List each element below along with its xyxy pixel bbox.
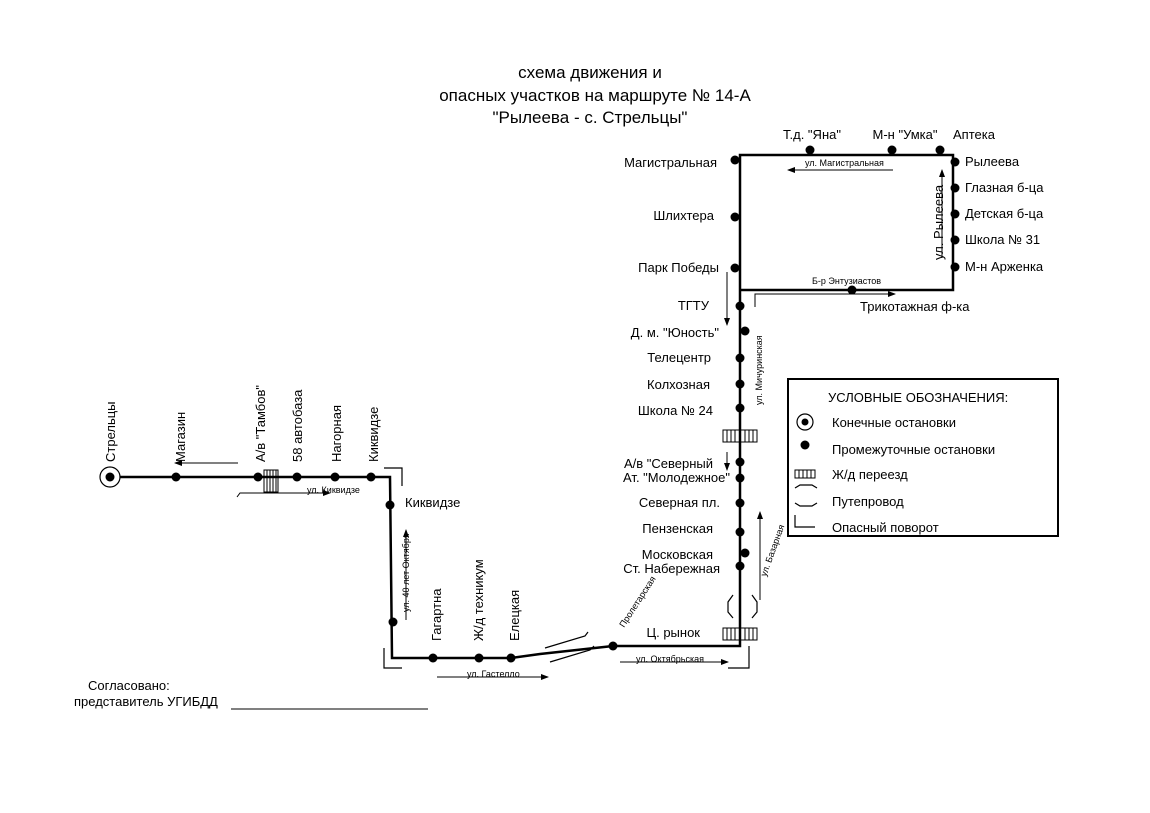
stop-shlikhtera: Шлихтера: [653, 208, 714, 223]
stop-nagornaya: Нагорная: [329, 405, 344, 462]
title-line-2: опасных участков на маршруте № 14-А: [439, 86, 751, 105]
stop-strelcy: Стрельцы: [103, 401, 118, 462]
street-michurinskaya: ул. Мичуринская: [754, 335, 764, 405]
stop-58-avtobaza: 58 автобаза: [290, 389, 305, 462]
legend-overpass-icon: [794, 484, 818, 507]
stop-magazin: Магазин: [173, 412, 188, 462]
street-entuziastov: Б-р Энтузиастов: [812, 276, 881, 286]
street-kikvidze: ул. Киквидзе: [307, 485, 360, 495]
title-line-3: "Рылеева - с. Стрельцы": [493, 108, 688, 127]
stop-c-rynok: Ц. рынок: [646, 625, 700, 640]
stop-av-severny: А/в "Северный: [624, 456, 713, 471]
legend-railway: Ж/д переезд: [832, 467, 908, 482]
legend-terminal: Конечные остановки: [832, 415, 956, 430]
legend-title: УСЛОВНЫЕ ОБОЗНАЧЕНИЯ:: [828, 390, 1008, 405]
stop-glaznaya: Глазная б-ца: [965, 180, 1044, 195]
street-bazarnaya: ул. Базарная: [758, 523, 786, 578]
legend-danger-icon: [794, 515, 815, 528]
stop-at-molodezhnoe: Ат. "Молодежное": [623, 470, 730, 485]
stop-detskaya: Детская б-ца: [965, 206, 1044, 221]
street-ryleeva: ул. Рылеева: [931, 184, 946, 260]
stop-penzenskaya: Пензенская: [642, 521, 713, 536]
railway-crossing-icon: [263, 429, 758, 641]
footer-agreed: Согласовано:: [88, 678, 170, 693]
stop-tgtu: ТГТУ: [678, 298, 710, 313]
stop-kolkhoznaya: Колхозная: [647, 377, 710, 392]
stop-td-yana: Т.д. "Яна": [783, 127, 841, 142]
street-magistralnaya: ул. Магистральная: [805, 158, 884, 168]
direction-arrows: [174, 167, 945, 680]
terminal-stop-icon: [99, 466, 121, 488]
stop-kikvidze-top: Киквидзе: [366, 407, 381, 462]
stop-dm-yunost: Д. м. "Юность": [631, 325, 720, 340]
intermediate-stops: [171, 145, 960, 663]
legend-intermediate-icon: [800, 440, 810, 450]
dangerous-turn-icon: [383, 467, 750, 669]
footer-representative: представитель УГИБДД: [74, 694, 218, 709]
stop-telecentr: Телецентр: [647, 350, 711, 365]
street-gastello: ул. Гастелло: [467, 669, 520, 679]
stop-shkola-31: Школа № 31: [965, 232, 1040, 247]
legend-danger: Опасный поворот: [832, 520, 939, 535]
stop-trikotazhnaya: Трикотажная ф-ка: [860, 299, 970, 314]
overpass-icon: [544, 594, 758, 663]
stop-ryleeva: Рылеева: [965, 154, 1020, 169]
stop-magistralnaya: Магистральная: [624, 155, 717, 170]
stop-av-tambov: А/в "Тамбов": [253, 385, 268, 462]
legend-intermediate: Промежуточные остановки: [832, 442, 995, 457]
stop-shkola-24: Школа № 24: [638, 403, 713, 418]
street-oktyabrskaya: ул. Октябрьская: [636, 654, 704, 664]
stop-zhd-tekhnikum: Ж/д техникум: [471, 559, 486, 641]
stop-st-naberezhnaya: Ст. Набережная: [623, 561, 720, 576]
stop-mn-arzhenka: М-н Арженка: [965, 259, 1044, 274]
stop-severnaya-pl: Северная пл.: [639, 495, 720, 510]
legend: УСЛОВНЫЕ ОБОЗНАЧЕНИЯ: Конечные остановки…: [787, 378, 1059, 537]
stop-mn-umka: М-н "Умка": [873, 127, 938, 142]
stop-park-pobedy: Парк Победы: [638, 260, 719, 275]
stop-eleckaya: Елецкая: [507, 590, 522, 641]
legend-railway-icon: [794, 469, 816, 479]
street-40-let-oktyabrya: ул. 40 лет Октября: [401, 533, 411, 612]
stop-apteka: Аптека: [953, 127, 996, 142]
stop-proletarskaya: Пролетарская: [617, 574, 657, 629]
stop-gagartna: Гагартна: [429, 588, 444, 641]
stop-kikvidze: Киквидзе: [405, 495, 460, 510]
stop-moskovskaya: Московская: [642, 547, 713, 562]
legend-overpass: Путепровод: [832, 494, 904, 509]
title-line-1: схема движения и: [518, 63, 662, 82]
